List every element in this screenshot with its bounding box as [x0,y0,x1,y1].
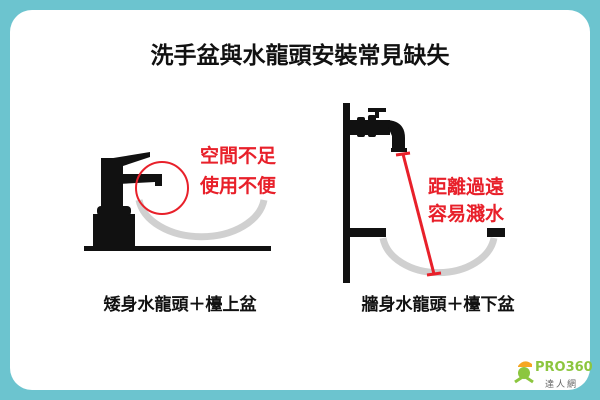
note-left-1: 空間不足 [200,145,277,167]
note-right-1: 距離過遠 [428,176,505,198]
logo-text: PRO360 [535,360,593,375]
countertop-left [84,246,271,251]
highlight-circle [135,161,189,215]
distance-marker [395,151,442,277]
note-left-2: 使用不便 [200,175,277,197]
logo-subtext: 達人網 [545,380,579,390]
faucet-short-icon [93,152,162,248]
caption-left: 矮身水龍頭＋檯上盆 [103,295,257,315]
caption-right: 牆身水龍頭＋檯下盆 [361,295,515,315]
wall [343,103,350,283]
page-title: 洗手盆與水龍頭安裝常見缺失 [150,43,450,69]
countertop-basin-left [135,199,268,241]
countertop-right-b [487,228,505,237]
faucet-wall-icon [350,108,407,152]
basin-right [379,237,498,277]
countertop-right-a [350,228,386,237]
logo-mascot-icon [514,361,534,384]
note-right-2: 容易濺水 [428,203,505,225]
